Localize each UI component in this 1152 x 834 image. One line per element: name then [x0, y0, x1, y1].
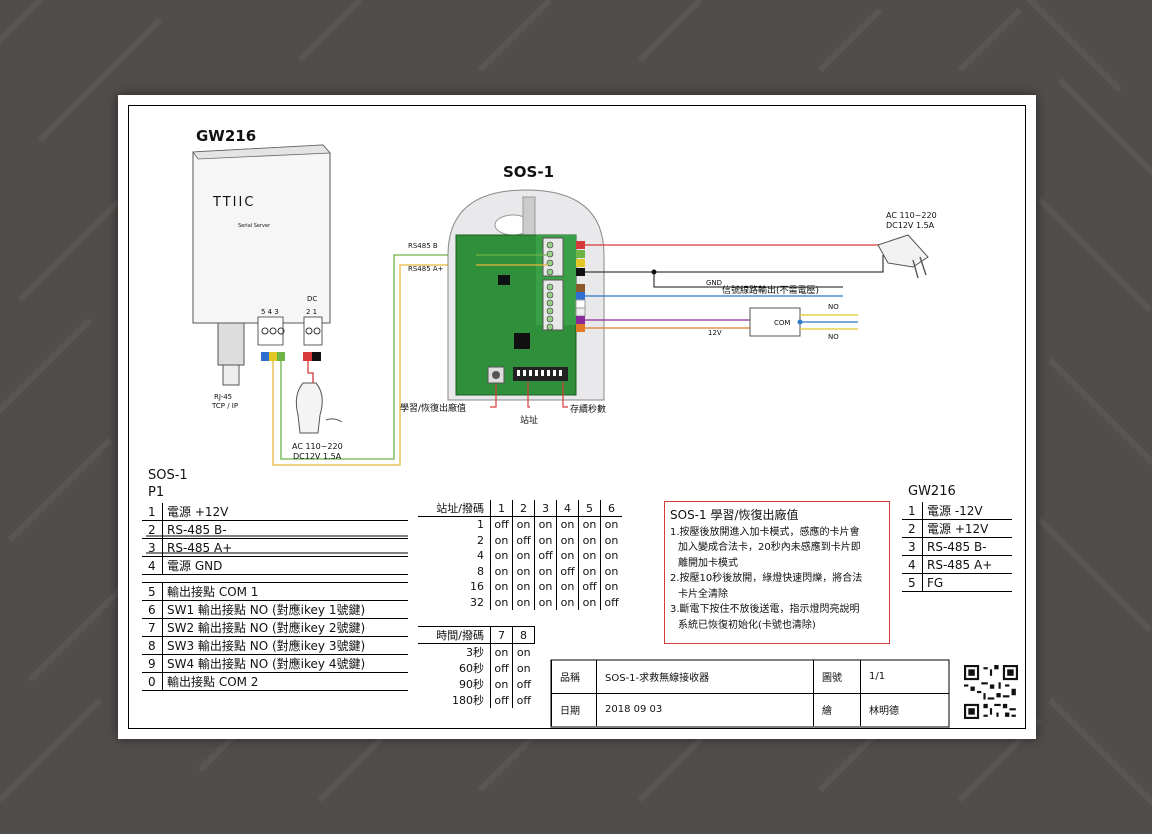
p1-title-1: SOS-1	[148, 468, 188, 483]
ext-trigger-label: 信號線路輸出(不需電壓)	[722, 286, 820, 296]
title-block-product: SOS-1-求救無線接收器	[596, 660, 814, 693]
note-title: SOS-1 學習/恢復出廠值	[670, 508, 799, 522]
qr-code-icon	[964, 665, 1018, 719]
table-header-row: 時間/撥碼 7 8	[418, 626, 535, 644]
drawing-frame	[128, 105, 1026, 729]
relay-no1-label: NO	[828, 303, 839, 311]
p1-title-2: P1	[148, 485, 165, 500]
title-block-sheet: 1/1	[860, 660, 949, 693]
title-block-key: 品稱	[551, 660, 597, 693]
relay-com-label: COM	[774, 319, 791, 327]
gw216-terminal-numbers: 5 4 3	[261, 308, 279, 316]
relay-box	[749, 307, 801, 337]
plus12-label: 12V	[708, 329, 722, 337]
note-line: 加入變成合法卡，20秒內未感應到卡片即	[678, 542, 861, 554]
address-dip-label: 站址	[520, 416, 539, 426]
note-line: 3.斷電下按住不放後送電，指示燈閃亮說明	[670, 604, 860, 616]
learn-button-label: 學習/恢復出廠值	[400, 404, 467, 414]
table-row: 日期 2018 09 03 繪 林明德	[551, 692, 949, 726]
title-block-key: 繪	[813, 692, 861, 726]
note-line: 離開加卡模式	[678, 557, 738, 569]
delay-dip-label: 存續秒數	[570, 405, 607, 415]
note-line: 1.按壓後放開進入加卡模式，感應的卡片會	[670, 526, 860, 538]
gnd-label: GND	[706, 279, 723, 287]
learn-reset-note: SOS-1 學習/恢復出廠值 1.按壓後放開進入加卡模式，感應的卡片會 加入變成…	[664, 501, 890, 644]
right-adapter-label-1: AC 110~220	[886, 211, 937, 220]
title-block-key: 圖號	[813, 660, 861, 693]
title-block-key: 日期	[551, 692, 597, 726]
title-block: 品稱 SOS-1-求救無線接收器 圖號 1/1 日期 2018 09 03 繪 …	[551, 660, 949, 726]
gw216-title: GW216	[196, 127, 257, 145]
gw216-brand-logo: TTIIC	[213, 195, 256, 210]
sos1-title: SOS-1	[503, 163, 555, 181]
power-adapter-icon	[877, 234, 929, 279]
drawing-sheet: GW216 TTIIC Serial Server 5 4 3 DC 2 1 R…	[118, 95, 1036, 739]
note-line: 2.按壓10秒後放開，綠燈快速閃爍，將合法	[670, 573, 863, 585]
gw216-device	[192, 144, 343, 434]
gw216-tcpip-label: TCP / IP	[212, 402, 239, 410]
wiring-diagram	[146, 144, 950, 728]
table-row: 品稱 SOS-1-求救無線接收器 圖號 1/1	[551, 660, 949, 693]
gw216-rj45-label: RJ-45	[214, 393, 233, 401]
right-adapter-label-2: DC12V 1.5A	[886, 221, 935, 230]
gw216-adapter-label-2: DC12V 1.5A	[293, 452, 342, 461]
gw216-dc-numbers: 2 1	[306, 308, 318, 316]
rs485b-label: RS485 B	[408, 242, 438, 250]
relay-no2-label: NO	[828, 333, 839, 341]
title-block-drafter: 林明德	[860, 692, 949, 726]
gw216-product-label: Serial Server	[238, 223, 271, 229]
rs485a-label: RS485 A+	[408, 265, 444, 273]
title-block-date: 2018 09 03	[596, 692, 814, 726]
gw216-adapter-label-1: AC 110~220	[292, 442, 343, 451]
gw216-dc-char: DC	[307, 295, 318, 303]
gw-table-title: GW216	[908, 484, 956, 499]
note-line: 系統已恢復初始化(卡號也清除)	[678, 619, 816, 631]
sos1-device	[447, 189, 605, 401]
note-line: 卡片全清除	[678, 588, 728, 600]
